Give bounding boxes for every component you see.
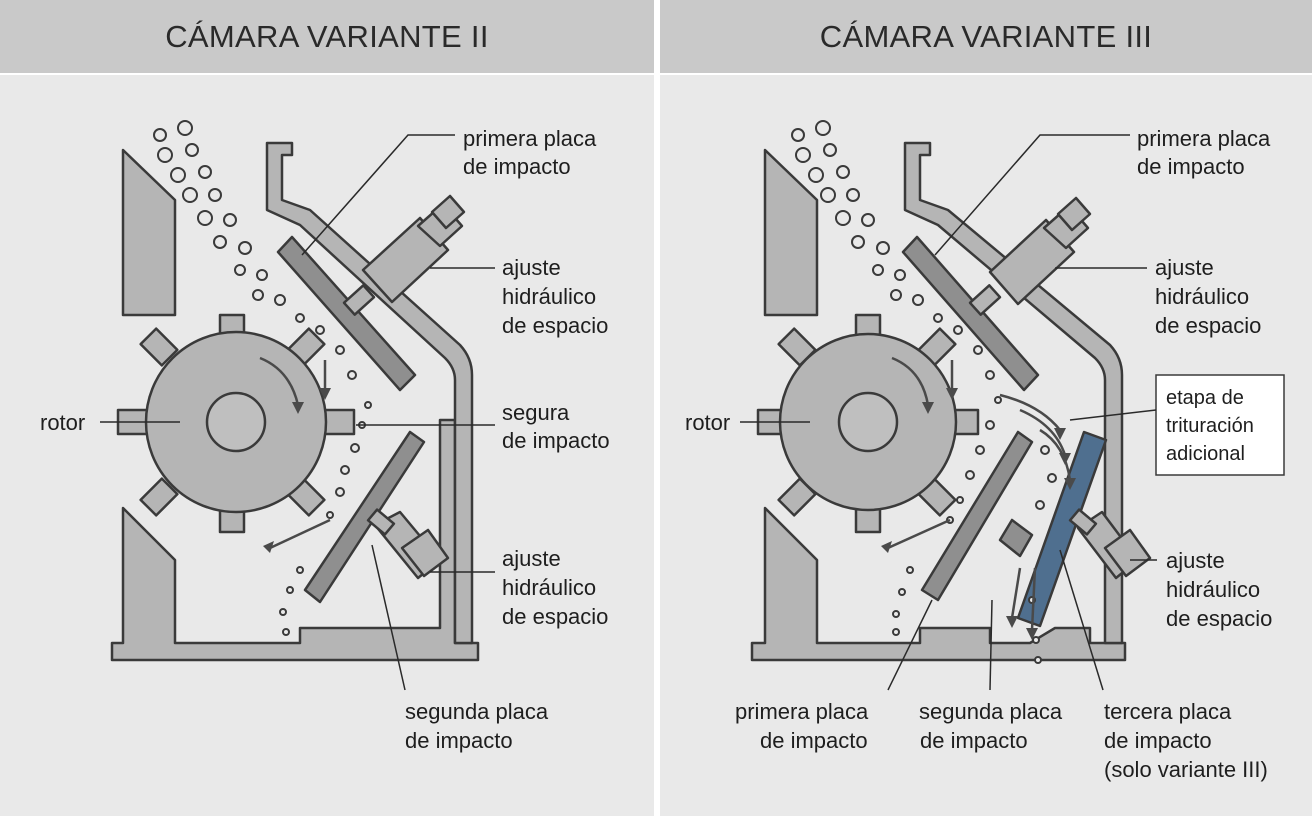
housing-wall [903,141,1124,645]
housing-wall [265,141,474,645]
label-segunda-placa-2: de impacto [405,728,513,753]
panel-variante-ii: CÁMARA VARIANTE II [0,0,654,816]
material-stones [791,120,1057,664]
label-segunda-placa-1: segunda placa [405,699,549,724]
panel-variante-iii: CÁMARA VARIANTE III [660,0,1312,816]
panel-title-variante-ii: CÁMARA VARIANTE II [0,0,654,75]
label-ajuste-1-2: hidráulico [502,284,596,309]
label-segunda-placa-2: de impacto [920,728,1028,753]
label-rotor: rotor [40,410,85,435]
left-upper-wall [121,148,177,317]
label-ajuste-2-2: hidráulico [1166,577,1260,602]
label-etapa-1: etapa de [1166,387,1244,409]
label-etapa-2: trituración [1166,415,1254,437]
second-plate-mount [998,518,1034,558]
label-ajuste-2-1: ajuste [502,546,561,571]
label-ajuste-1-3: de espacio [502,313,608,338]
label-segunda-placa-1: segunda placa [919,699,1063,724]
labels-variante-ii: primera placa de impacto ajuste hidráuli… [40,126,610,753]
rotor [756,313,980,534]
second-impact-plate [303,430,426,604]
leader-lines [100,134,495,691]
first-impact-plate [901,235,1040,392]
label-ajuste-1-1: ajuste [1155,255,1214,280]
hydraulic-adjust-1 [342,194,466,316]
label-ajuste-1-3: de espacio [1155,313,1261,338]
label-segura-1: segura [502,400,570,425]
label-ajuste-1-2: hidráulico [1155,284,1249,309]
label-ajuste-2-3: de espacio [502,604,608,629]
crusher-diagram-variante-ii: primera placa de impacto ajuste hidráuli… [40,120,610,753]
label-etapa-3: adicional [1166,443,1245,465]
label-ajuste-2-2: hidráulico [502,575,596,600]
label-segura-2: de impacto [502,428,610,453]
panel-title-variante-iii: CÁMARA VARIANTE III [660,0,1312,75]
label-primera-placa-bottom-1: primera placa [735,699,869,724]
label-ajuste-1-1: ajuste [502,255,561,280]
label-tercera-placa-1: tercera placa [1104,699,1232,724]
label-primera-placa-1: primera placa [463,126,597,151]
label-ajuste-2-1: ajuste [1166,548,1225,573]
label-primera-placa-top-1: primera placa [1137,126,1271,151]
left-upper-wall [763,148,819,317]
hydraulic-adjust-2 [1068,508,1152,580]
label-primera-placa-bottom-2: de impacto [760,728,868,753]
label-rotor: rotor [685,410,730,435]
first-impact-plate [276,235,417,392]
labels-variante-iii: primera placa de impacto ajuste hidráuli… [685,126,1272,782]
callout-etapa [1155,374,1285,476]
flow-arrows [887,356,1072,631]
rotor [116,313,356,534]
label-tercera-placa-3: (solo variante III) [1104,757,1268,782]
hydraulic-adjust-2 [366,508,450,580]
label-primera-placa-top-2: de impacto [1137,154,1245,179]
hydraulic-adjust-1 [968,196,1092,316]
leader-lines [740,134,1157,691]
flow-arrows [259,356,331,550]
second-impact-plate [920,430,1034,602]
crusher-diagram-variante-iii: primera placa de impacto ajuste hidráuli… [685,120,1285,782]
label-primera-placa-2: de impacto [463,154,571,179]
label-tercera-placa-2: de impacto [1104,728,1212,753]
label-ajuste-2-3: de espacio [1166,606,1272,631]
base-frame [750,506,1127,662]
